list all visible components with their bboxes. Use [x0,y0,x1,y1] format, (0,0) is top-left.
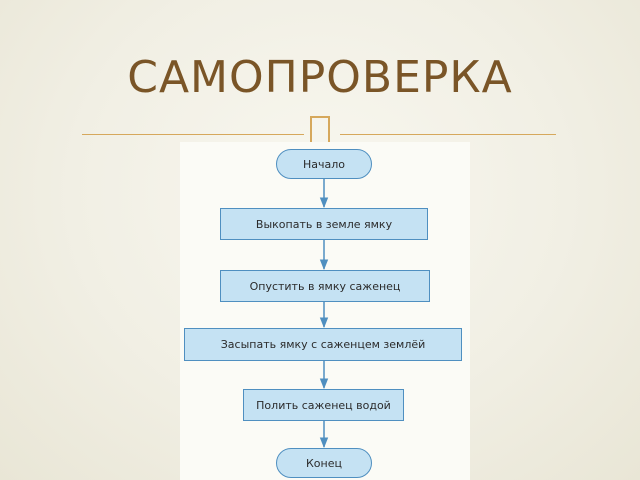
flowchart-node-place-seedling: Опустить в ямку саженец [220,270,430,302]
flowchart-node-start: Начало [276,149,372,179]
slide-title: САМОПРОВЕРКА [127,52,513,103]
title-divider-right [340,134,556,135]
divider-ornament-icon [310,116,330,144]
flowchart-node-fill-hole: Засыпать ямку с саженцем землёй [184,328,462,361]
flowchart-node-dig-hole: Выкопать в земле ямку [220,208,428,240]
title-divider-left [82,134,304,135]
flowchart-node-water-seedling: Полить саженец водой [243,389,404,421]
flowchart-node-end: Конец [276,448,372,478]
